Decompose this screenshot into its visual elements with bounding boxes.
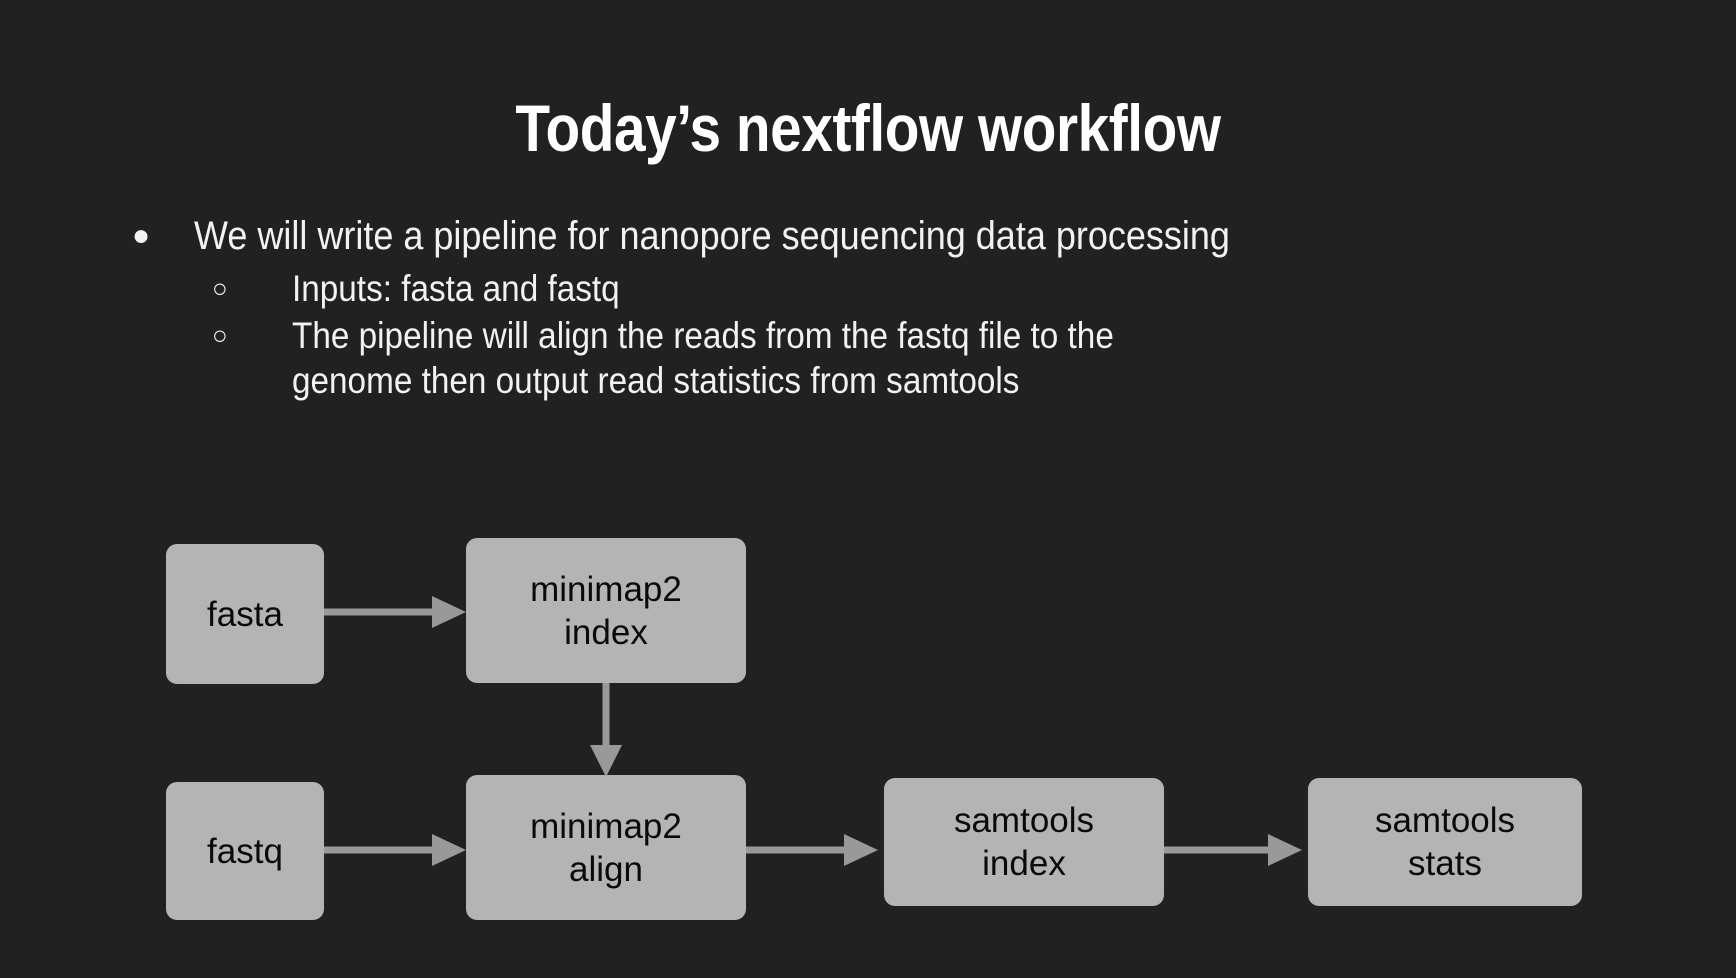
- node-fastq[interactable]: fastq: [166, 782, 324, 920]
- list-item: ○ The pipeline will align the reads from…: [130, 313, 1650, 403]
- node-label-line2: index: [982, 844, 1066, 883]
- bullet-list: ● We will write a pipeline for nanopore …: [130, 212, 1650, 405]
- node-samtools-stats[interactable]: samtools stats: [1308, 778, 1582, 906]
- bullet-disc-icon: ●: [132, 219, 151, 252]
- list-item-label: We will write a pipeline for nanopore se…: [194, 214, 1230, 258]
- node-label-line1: samtools: [953, 801, 1095, 840]
- bullet-circle-icon: ○: [212, 320, 228, 350]
- node-label-line2: stats: [1408, 844, 1482, 883]
- list-item-line: genome then output read statistics from …: [292, 360, 1020, 401]
- node-samtools-index[interactable]: samtools index: [884, 778, 1164, 906]
- node-label-line2: align: [569, 849, 643, 889]
- node-minimap2-index[interactable]: minimap2 index: [466, 538, 746, 683]
- edge-fasta-to-minimap2-index: [324, 592, 474, 632]
- node-label-line1: minimap2: [530, 569, 682, 609]
- edge-fastq-to-minimap2-align: [324, 830, 474, 870]
- edge-minimap2-index-to-minimap2-align: [586, 683, 626, 783]
- node-label-line1: samtools: [1374, 801, 1516, 840]
- edge-samtools-index-to-samtools-stats: [1164, 830, 1310, 870]
- node-label-line1: fasta: [207, 594, 283, 634]
- list-item-label: Inputs: fasta and fastq: [292, 268, 620, 309]
- node-label-line1: minimap2: [530, 806, 682, 846]
- bullet-circle-icon: ○: [212, 273, 228, 303]
- edge-minimap2-align-to-samtools-index: [746, 830, 886, 870]
- node-minimap2-align[interactable]: minimap2 align: [466, 775, 746, 920]
- list-item-label: The pipeline will align the reads from t…: [292, 313, 1462, 403]
- page-title: Today’s nextflow workflow: [515, 91, 1221, 165]
- node-label-line1: fastq: [207, 831, 283, 871]
- node-fasta[interactable]: fasta: [166, 544, 324, 684]
- list-item: ○ Inputs: fasta and fastq: [130, 266, 1650, 311]
- node-label-line2: index: [564, 612, 648, 652]
- list-item-line: The pipeline will align the reads from t…: [292, 315, 1114, 356]
- list-item: ● We will write a pipeline for nanopore …: [130, 212, 1650, 260]
